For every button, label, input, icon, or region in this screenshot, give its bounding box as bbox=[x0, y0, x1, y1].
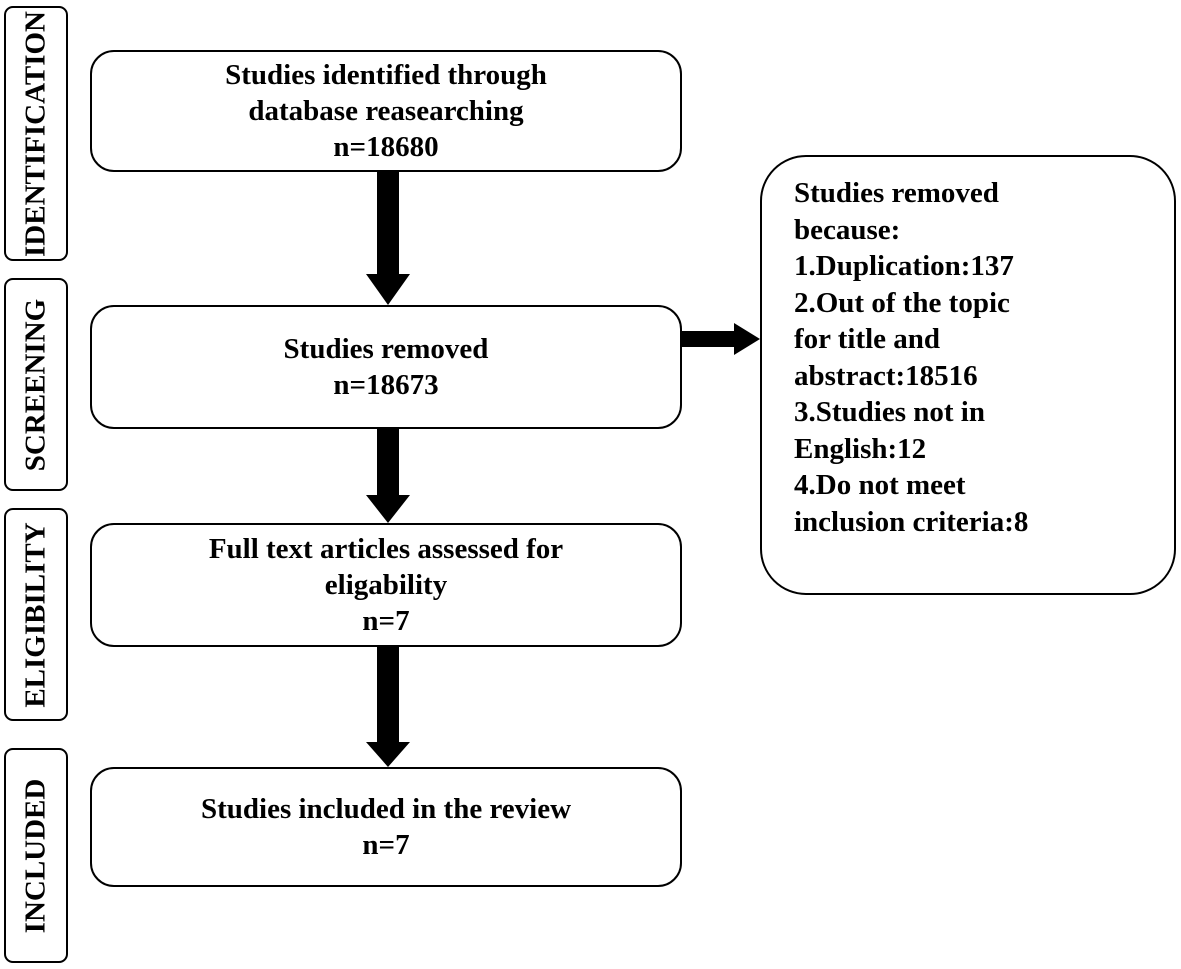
exclusions-line: inclusion criteria:8 bbox=[794, 505, 1029, 538]
arrow-eligibility-to-included-head bbox=[366, 742, 410, 767]
box-eligibility-count: n=7 bbox=[362, 605, 410, 637]
exclusions-line: because: bbox=[794, 213, 901, 246]
box-eligibility-line1: Full text articles assessed for bbox=[208, 533, 564, 565]
box-identified-line1: Studies identified through bbox=[225, 59, 547, 91]
exclusions-line: Studies removed bbox=[794, 177, 999, 209]
box-identified-count: n=18680 bbox=[333, 131, 439, 163]
exclusions-line: English:12 bbox=[794, 432, 927, 465]
exclusions-line: 1.Duplication:137 bbox=[794, 250, 1014, 282]
arrow-identified-to-screened bbox=[377, 170, 399, 274]
box-identified: Studies identified through database reas… bbox=[90, 50, 682, 172]
arrow-screened-to-eligibility bbox=[377, 427, 399, 495]
box-screened: Studies removed n=18673 bbox=[90, 305, 682, 429]
exclusions-line: abstract:18516 bbox=[794, 359, 978, 392]
stage-eligibility: ELIGIBILITY bbox=[4, 508, 68, 721]
exclusions-line: 3.Studies not in bbox=[794, 396, 985, 428]
stage-identification: IDENTIFICATION bbox=[4, 6, 68, 261]
arrow-screened-to-exclusions bbox=[680, 331, 734, 347]
box-screened-line1: Studies removed bbox=[283, 333, 489, 365]
arrow-identified-to-screened-head bbox=[366, 274, 410, 305]
box-included-line1: Studies included in the review bbox=[200, 793, 572, 825]
exclusions-line: 2.Out of the topic bbox=[794, 286, 1010, 319]
box-eligibility: Full text articles assessed for eligabil… bbox=[90, 523, 682, 647]
box-eligibility-line2: eligability bbox=[324, 569, 448, 601]
box-identified-line2: database reasearching bbox=[248, 95, 524, 127]
arrow-screened-to-exclusions-head bbox=[734, 323, 760, 355]
box-included-count: n=7 bbox=[362, 829, 410, 861]
stage-screening: SCREENING bbox=[4, 278, 68, 491]
exclusions-box: Studies removed because: 1.Duplication:1… bbox=[760, 155, 1176, 595]
exclusions-line: for title and bbox=[794, 323, 941, 355]
box-included: Studies included in the review n=7 bbox=[90, 767, 682, 887]
box-screened-count: n=18673 bbox=[333, 369, 439, 401]
arrow-eligibility-to-included bbox=[377, 645, 399, 742]
arrow-screened-to-eligibility-head bbox=[366, 495, 410, 523]
exclusions-line: 4.Do not meet bbox=[794, 469, 966, 501]
stage-included: INCLUDED bbox=[4, 748, 68, 963]
